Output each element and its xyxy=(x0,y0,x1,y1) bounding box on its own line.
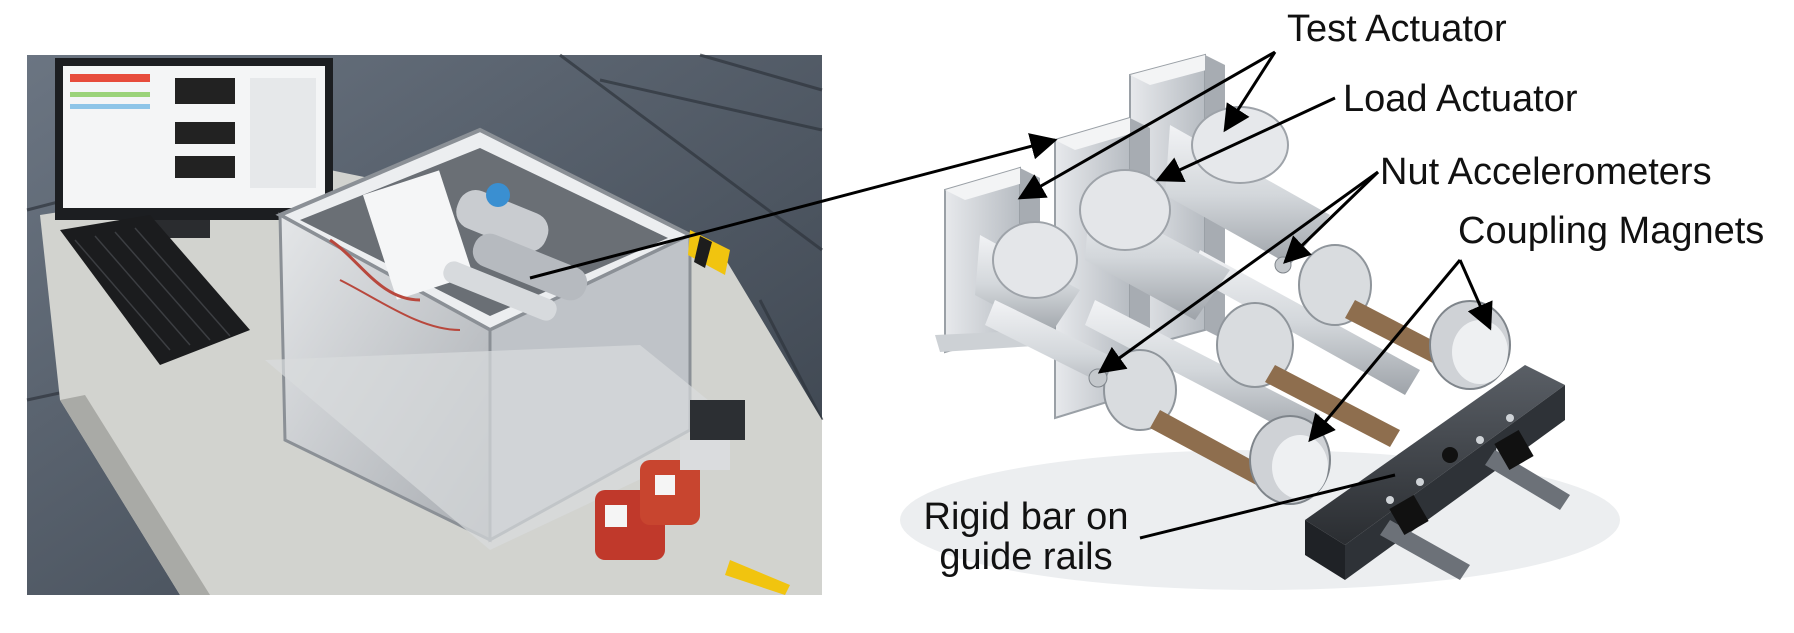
hazard-tape xyxy=(688,230,790,595)
guide-rails xyxy=(1380,430,1570,580)
label-rigid-bar-line-2: guide rails xyxy=(939,535,1113,578)
nut-accelerometers-leader-1 xyxy=(1283,170,1380,264)
keyboard-keys xyxy=(74,227,231,351)
label-rigid-bar-line-1: Rigid bar on xyxy=(923,496,1129,538)
coupling-magnets-leader-1 xyxy=(1308,259,1462,443)
test-actuator-leader-2 xyxy=(1223,51,1277,133)
load-actuator-leader xyxy=(1155,96,1336,183)
cad-rendering xyxy=(900,53,1620,590)
label-coupling-magnets: Coupling Magnets xyxy=(1458,210,1765,252)
computer-monitor xyxy=(55,58,333,238)
label-nut-accelerometers: Nut Accelerometers xyxy=(1380,151,1712,193)
keyboard xyxy=(60,215,250,365)
actuator-cylinder-back xyxy=(1165,106,1420,395)
bar-hole xyxy=(1442,447,1458,463)
red-coils xyxy=(595,460,700,560)
leader-lines xyxy=(529,50,1493,540)
photo-to-cad-arrow xyxy=(529,133,1058,280)
coupling-magnets-leader-2 xyxy=(1458,259,1493,331)
rigid-bar-leader xyxy=(1139,473,1396,540)
label-rigid-bar-on-guide-rails: Rigid bar on guide rails xyxy=(916,496,1136,578)
actuator-cylinder-middle xyxy=(1079,169,1320,440)
label-load-actuator: Load Actuator xyxy=(1343,78,1578,120)
table-edge xyxy=(60,395,210,595)
label-test-actuator: Test Actuator xyxy=(1287,8,1507,50)
test-rig-photo xyxy=(26,53,824,595)
nut-accelerometers-leader-2 xyxy=(1097,170,1379,374)
motor-assembly xyxy=(680,400,745,470)
base-plate xyxy=(265,345,745,550)
test-actuator-leader-1 xyxy=(1017,50,1276,200)
